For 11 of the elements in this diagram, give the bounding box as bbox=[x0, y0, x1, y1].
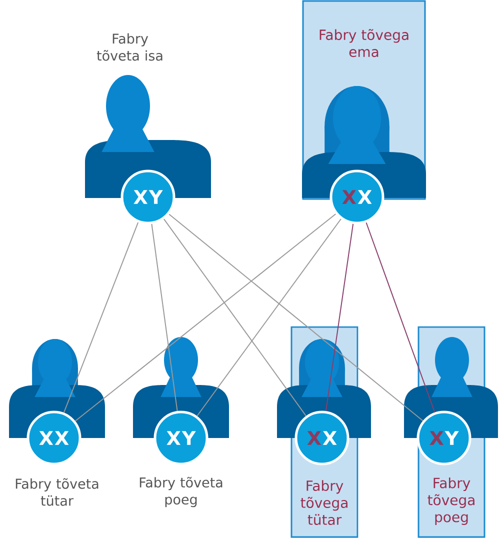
connector-line bbox=[74, 213, 336, 422]
connector-line bbox=[366, 222, 436, 413]
person-label: Fabry tõveta tütar bbox=[16, 478, 98, 506]
connector-line bbox=[325, 223, 354, 412]
connector-line bbox=[168, 214, 424, 422]
person-label: Fabry tõveta poeg bbox=[140, 476, 222, 508]
connector-line bbox=[151, 224, 178, 412]
connector-line bbox=[63, 222, 139, 414]
connector-line bbox=[196, 218, 342, 416]
person-label: Fabry tõveta isa bbox=[96, 33, 162, 61]
connector-line bbox=[163, 218, 307, 416]
